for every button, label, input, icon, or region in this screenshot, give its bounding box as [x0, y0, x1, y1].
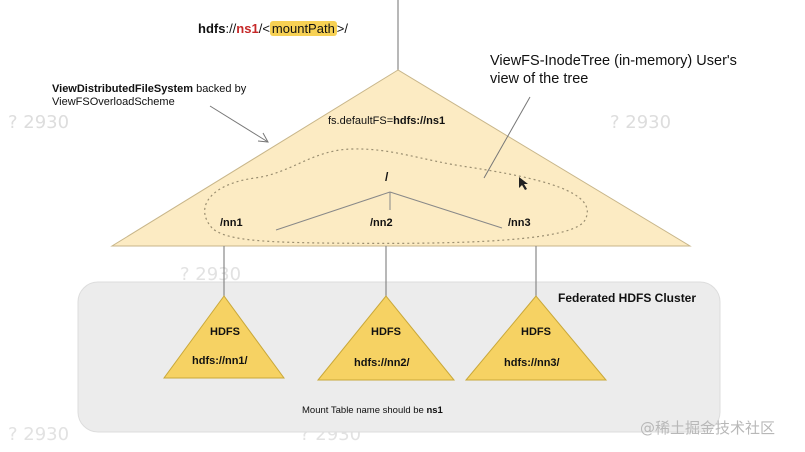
hdfs-triangle-nn1	[163, 295, 285, 379]
uri-mount-path: mountPath	[269, 21, 337, 36]
hdfs-node-nn1-label: HDFS	[210, 326, 240, 338]
cluster-title: Federated HDFS Cluster	[558, 291, 697, 305]
left-caption-line2: ViewFSOverloadScheme	[52, 96, 175, 108]
viewfs-triangle	[110, 69, 692, 247]
hdfs-node-nn1-uri: hdfs://nn1/	[192, 355, 248, 367]
uri-prefix: hdfs	[198, 21, 226, 36]
hdfs-node-nn2-uri: hdfs://nn2/	[354, 357, 410, 369]
tree-branch-nn3	[389, 191, 503, 229]
right-caption-arrow	[483, 96, 531, 179]
tree-root-label: /	[385, 170, 389, 184]
uri-suffix: >/	[336, 21, 349, 36]
hdfs-triangle-nn3	[464, 295, 608, 381]
bg-watermark: ? 2930	[8, 424, 69, 445]
left-caption-bold: ViewDistributedFileSystem	[52, 83, 194, 95]
tree-child-nn2: /nn2	[370, 217, 393, 229]
right-caption: ViewFS-InodeTree (in-memory) User's view…	[490, 52, 737, 88]
bg-watermark: ? 2930	[610, 112, 671, 133]
uri-nameservice: ns1	[236, 21, 259, 36]
mount-table-note-ns: ns1	[426, 405, 443, 416]
hdfs-node-nn3-uri: hdfs://nn3/	[504, 357, 560, 369]
default-fs-label: fs.defaultFS=hdfs://ns1	[328, 115, 445, 128]
mount-table-note: Mount Table name should be ns1	[302, 405, 443, 416]
default-fs-key: fs.defaultFS=	[328, 115, 394, 127]
uri-sep2: /<	[258, 21, 270, 36]
mouse-cursor-icon	[519, 177, 528, 190]
bg-watermark: ? 2930	[8, 112, 69, 133]
right-caption-line2: view of the tree	[490, 71, 589, 87]
left-caption-rest: backed by	[193, 83, 247, 95]
left-caption-arrowhead	[257, 132, 269, 143]
right-caption-line1: ViewFS-InodeTree (in-memory) User's	[490, 53, 737, 69]
default-fs-value: hdfs://ns1	[393, 115, 446, 127]
tree-branch-nn1	[275, 191, 391, 231]
mount-uri: hdfs://ns1/<mountPath>/	[198, 20, 348, 38]
left-caption: ViewDistributedFileSystem backed by View…	[52, 83, 246, 109]
hdfs-node-nn3-label: HDFS	[521, 326, 551, 338]
hdfs-triangle-nn2	[316, 295, 456, 381]
inode-tree-outline	[204, 148, 588, 244]
left-caption-arrow	[209, 105, 269, 143]
site-watermark: @稀土掘金技术社区	[640, 419, 776, 437]
tree-child-nn3: /nn3	[508, 217, 531, 229]
tree-child-nn1: /nn1	[220, 217, 243, 229]
uri-sep1: ://	[225, 21, 237, 36]
mount-table-note-prefix: Mount Table name should be	[302, 405, 427, 416]
hdfs-node-nn2-label: HDFS	[371, 326, 401, 338]
bg-watermark: ? 2930	[180, 264, 241, 285]
